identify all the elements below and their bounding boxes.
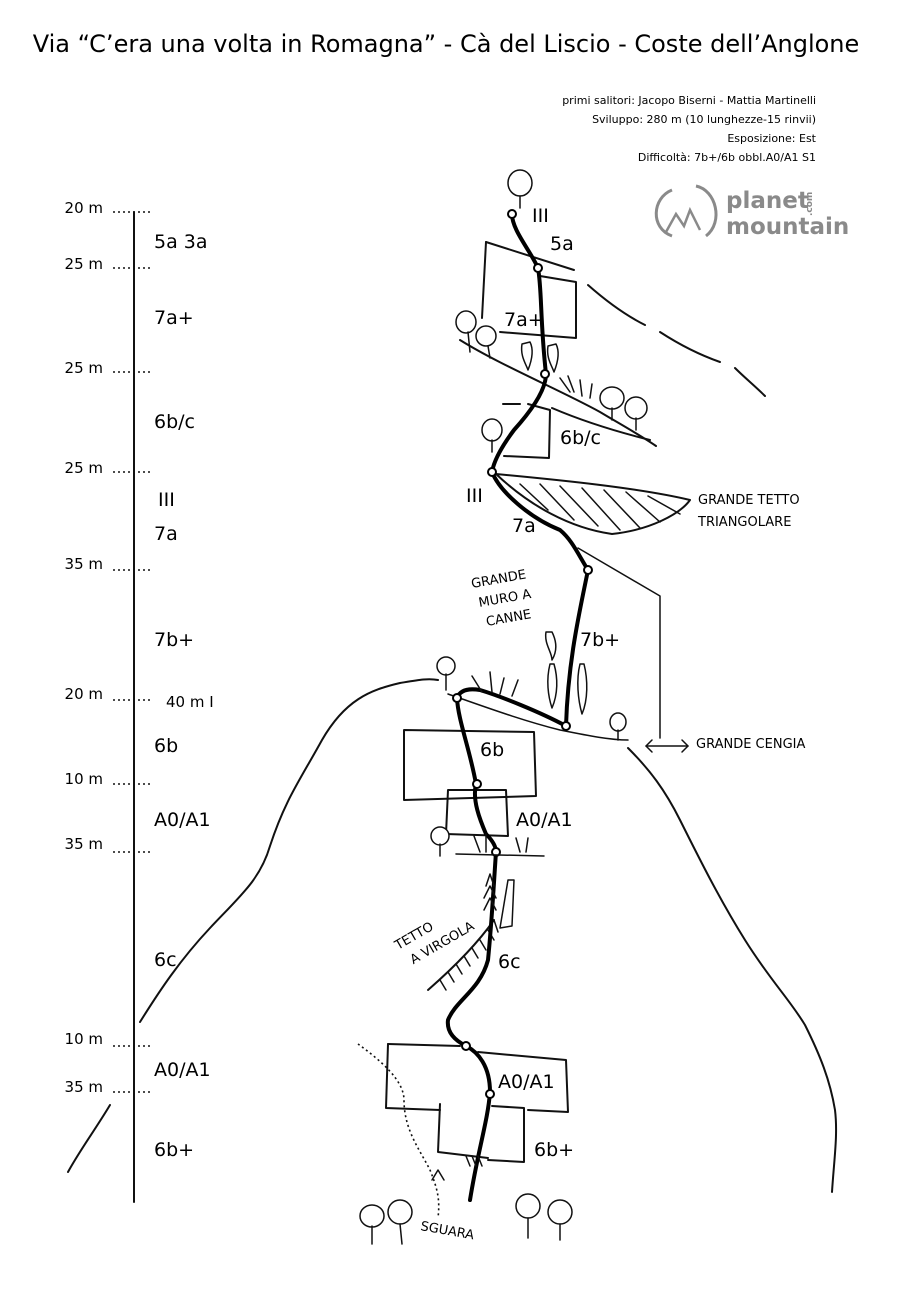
scale-distance: 10 m [65, 770, 103, 788]
topo-grade: A0/A1 [498, 1071, 555, 1093]
belay-stations [452, 209, 593, 1099]
tree-icon [507, 169, 533, 209]
scale-grade: 7b+ [154, 629, 194, 651]
logo-line1: planet [726, 188, 809, 214]
scale-distance: 10 m [65, 1030, 103, 1048]
approach-path [357, 1043, 440, 1219]
feature-labels: GRANDE TETTO TRIANGOLARE GRANDE MURO A C… [392, 493, 806, 1243]
scale-grade: 6b+ [154, 1139, 194, 1161]
belay-station [533, 263, 543, 273]
topo-grade-labels: III 5a 7a+ 6b/c III 7a 7b+ 6b A0/A1 6c A… [466, 205, 620, 1161]
scale-grade: A0/A1 [154, 1059, 211, 1081]
tree-icon [481, 418, 503, 453]
difficulty-text: Difficoltà: 7b+/6b obbl.A0/A1 S1 [638, 151, 816, 164]
belay-station [452, 693, 462, 703]
scale-distance: 25 m [65, 459, 103, 477]
scale-distance: 35 m [65, 835, 103, 853]
scale-distance: 20 m [65, 685, 103, 703]
topo-grade: 7a [512, 515, 536, 537]
logo-line2: mountain [726, 214, 849, 240]
scale-grade: III [158, 489, 175, 511]
belay-station [461, 1041, 471, 1051]
tree-icon [359, 1199, 413, 1245]
belay-station [487, 467, 497, 477]
double-arrow-icon [645, 739, 689, 753]
scale-grade: 6b/c [154, 411, 195, 433]
scale-distance: 25 m [65, 359, 103, 377]
scale-distance: 25 m [65, 255, 103, 273]
topo-grade: 6c [498, 951, 521, 973]
start-label: SGUARA [419, 1219, 475, 1243]
exposure-text: Esposizione: Est [727, 132, 816, 145]
topo-grade: 6b+ [534, 1139, 574, 1161]
roof-label: GRANDE TETTO [698, 493, 800, 508]
scale-extra: 40 m I [166, 693, 214, 711]
belay-station [472, 779, 482, 789]
scale-bar: 20 m 25 m 25 m 25 m 35 m 20 m 10 m 35 m … [65, 199, 214, 1203]
wall-label: CANNE [485, 607, 533, 630]
tree-icon [609, 712, 627, 741]
ledge-label: GRANDE CENGIA [696, 737, 805, 752]
scale-grade: A0/A1 [154, 809, 211, 831]
belay-station [491, 847, 501, 857]
belay-station [507, 209, 517, 219]
rock-features [385, 241, 661, 1163]
tree-icon [436, 656, 456, 691]
topo-grade: 7a+ [504, 309, 544, 331]
belay-station [540, 369, 550, 379]
planetmountain-logo: planet mountain .com [654, 184, 849, 240]
topo-grade: 6b [480, 739, 504, 761]
scale-grade: 7a+ [154, 307, 194, 329]
topo-title: Via “C’era una volta in Romagna” - Cà de… [33, 30, 860, 58]
belay-station [561, 721, 571, 731]
topo-grade: III [466, 485, 483, 507]
belay-station [583, 565, 593, 575]
scale-grade: 7a [154, 523, 178, 545]
vegetation [455, 341, 593, 1167]
scale-distance: 20 m [65, 199, 103, 217]
scale-distance: 35 m [65, 1078, 103, 1096]
tree-icon [430, 826, 450, 857]
scale-distance: 35 m [65, 555, 103, 573]
logo-suffix: .com [805, 192, 815, 216]
triangular-roof [495, 473, 691, 535]
mountain-outline [67, 284, 838, 1193]
belay-station [485, 1089, 495, 1099]
topo-grade: A0/A1 [516, 809, 573, 831]
tree-icon [599, 386, 648, 431]
first-ascent-text: primi salitori: Jacopo Biserni - Mattia … [562, 94, 816, 107]
scale-grade: 5a 3a [154, 231, 208, 253]
tree-icon [515, 1193, 573, 1241]
route-info: primi salitori: Jacopo Biserni - Mattia … [562, 94, 816, 164]
topo-grade: 7b+ [580, 629, 620, 651]
scale-grade: 6c [154, 949, 177, 971]
roof-label: TRIANGOLARE [697, 515, 791, 530]
topo-grade: 5a [550, 233, 574, 255]
tree-icon [455, 310, 497, 359]
logo-mark-icon [654, 184, 718, 238]
topo-grade: III [532, 205, 549, 227]
scale-grade: 6b [154, 735, 178, 757]
route-line [445, 212, 590, 1202]
length-text: Sviluppo: 280 m (10 lunghezze-15 rinvii) [592, 113, 816, 126]
topo-grade: 6b/c [560, 427, 601, 449]
